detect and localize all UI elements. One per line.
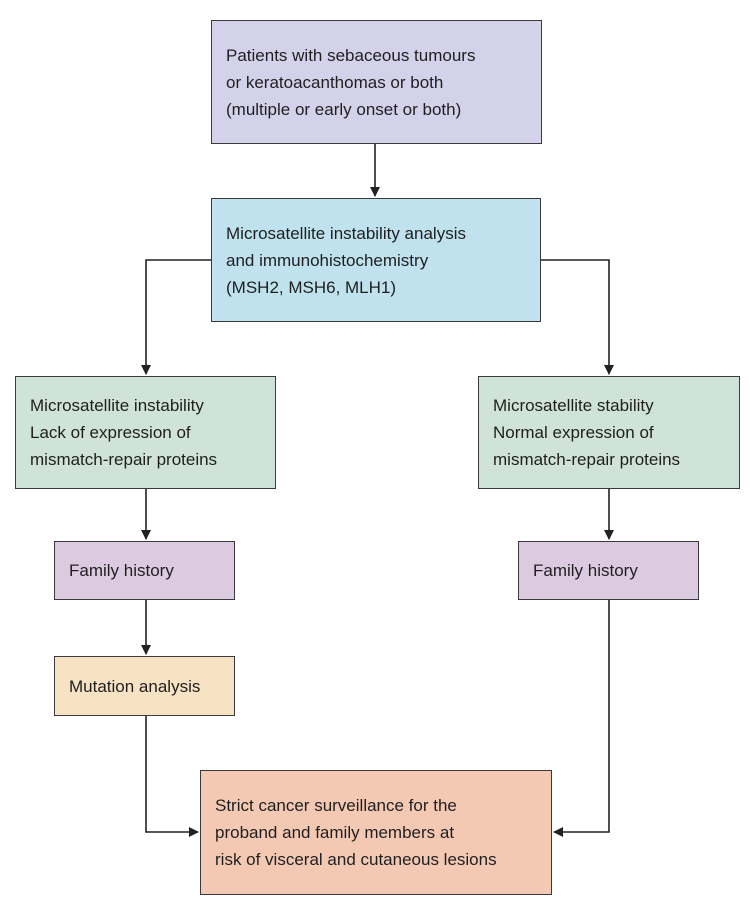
node-msi-ihc-line-1: Microsatellite instability analysis (226, 223, 466, 243)
arrow-family-history-right-to-surveillance (553, 600, 610, 837)
node-mutation-analysis-label: Mutation analysis (69, 676, 201, 696)
node-microsatellite-stability: Microsatellite stability Normal expressi… (478, 376, 740, 489)
node-msi-ihc-line-3: (MSH2, MSH6, MLH1) (226, 277, 397, 297)
node-microsatellite-instability: Microsatellite instability Lack of expre… (15, 376, 276, 489)
node-patients: Patients with sebaceous tumours or kerat… (211, 20, 542, 144)
arrow-msi-to-stability (541, 259, 614, 375)
node-msi-ihc: Microsatellite instability analysis and … (211, 198, 541, 322)
node-family-history-right-label: Family history (533, 561, 638, 580)
node-cancer-surveillance: Strict cancer surveillance for the proba… (200, 770, 552, 895)
node-stability-line-3: mismatch-repair proteins (493, 450, 681, 469)
node-instability-line-1: Microsatellite instability (30, 396, 204, 415)
node-instability-line-2: Lack of expression of (30, 423, 191, 442)
node-surveillance-line-3: risk of visceral and cutaneous lesions (215, 850, 497, 869)
node-stability-line-1: Microsatellite stability (493, 396, 654, 415)
node-patients-line-2: or keratoacanthomas or both (226, 72, 444, 92)
node-patients-line-3: (multiple or early onset or both) (226, 99, 462, 119)
node-family-history-left: Family history (54, 541, 235, 600)
node-msi-ihc-line-2: and immunohistochemistry (226, 250, 429, 270)
node-instability-line-3: mismatch-repair proteins (30, 450, 218, 469)
node-surveillance-line-2: proband and family members at (215, 823, 455, 842)
node-stability-line-2: Normal expression of (493, 423, 654, 442)
arrow-msi-to-instability (141, 259, 211, 375)
node-mutation-analysis: Mutation analysis (54, 656, 235, 716)
node-family-history-right: Family history (518, 541, 699, 600)
node-family-history-left-label: Family history (69, 561, 174, 580)
arrow-mutation-to-surveillance (145, 716, 199, 837)
node-surveillance-line-1: Strict cancer surveillance for the (215, 796, 457, 815)
node-patients-line-1: Patients with sebaceous tumours (226, 45, 476, 65)
